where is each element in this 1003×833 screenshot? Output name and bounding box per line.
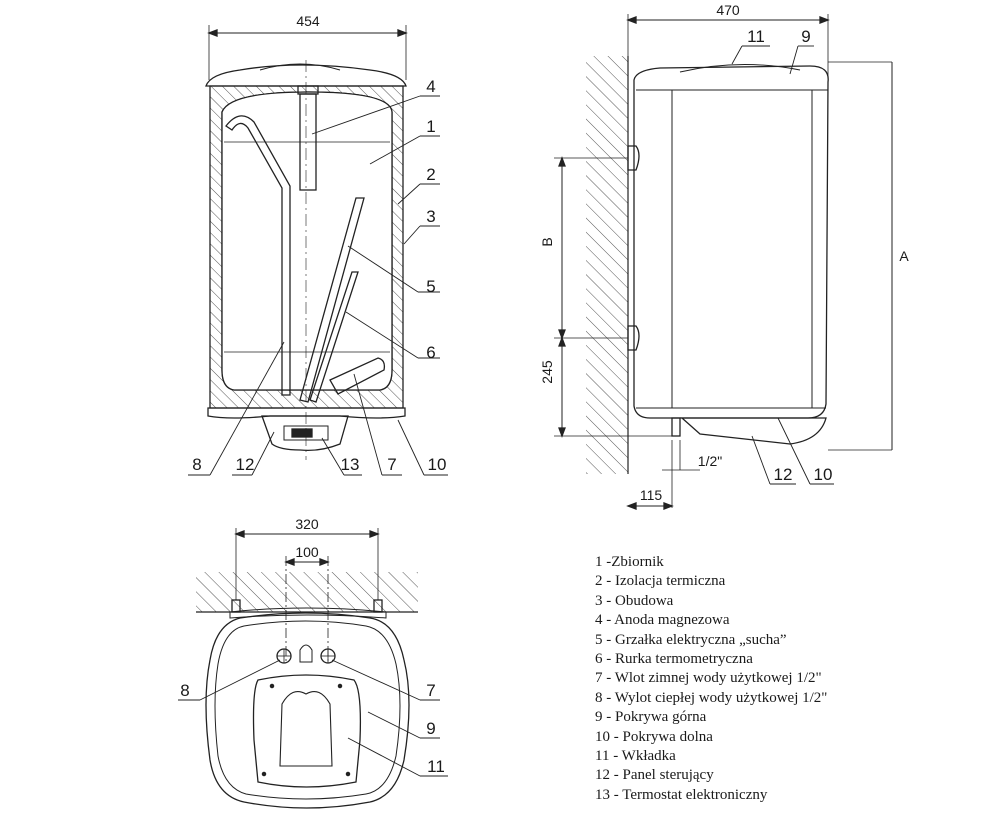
legend-item: 7 - Wlot zimnej wody użytkowej 1/2" (595, 670, 822, 687)
bottom-view: 320 100 (196, 516, 418, 809)
bottom-callout-labels: 8 7 9 11 (180, 681, 445, 776)
callout-3: 3 (426, 207, 435, 226)
bottom-insert (252, 674, 362, 788)
legend-item: 9 - Pokrywa górna (595, 709, 707, 726)
callout-8-bottom: 8 (180, 681, 189, 700)
dimension-wall-offset (626, 440, 700, 510)
legend-item: 12 - Panel sterujący (595, 767, 714, 784)
bottom-pipe-hot (276, 648, 292, 664)
legend-item: 5 - Grzałka elektryczna „sucha” (595, 631, 787, 648)
front-callouts (188, 95, 448, 476)
side-callouts (731, 45, 834, 485)
callout-4: 4 (426, 77, 435, 96)
dimension-bottom-pipes (284, 556, 330, 664)
dimension-front-width: 454 (207, 13, 408, 80)
bracket-spacing-label: B (539, 237, 555, 246)
legend-item: 4 - Anoda magnezowa (595, 612, 730, 629)
front-view: 454 (205, 13, 408, 460)
lower-height-label: 245 (539, 360, 555, 384)
lower-bracket (627, 325, 640, 351)
cold-water-inlet (329, 357, 386, 395)
callout-2: 2 (426, 165, 435, 184)
wall (586, 56, 628, 474)
legend-item: 8 - Wylot ciepłej wody użytkowej 1/2" (595, 689, 828, 706)
callout-13: 13 (341, 455, 360, 474)
bottom-outer-shell (205, 612, 410, 809)
bottom-callouts (178, 659, 448, 777)
dimension-bottom-mount (234, 528, 380, 600)
callout-6: 6 (426, 343, 435, 362)
pipe-size-label: 1/2" (698, 453, 722, 469)
callout-11-side: 11 (747, 27, 765, 46)
legend-item: 13 - Termostat elektroniczny (595, 786, 768, 803)
parts-legend: 1 -Zbiornik 2 - Izolacja termiczna 3 - O… (595, 553, 827, 805)
callout-11-bottom: 11 (427, 757, 445, 776)
side-bottom-cover (680, 417, 827, 445)
callout-12-side: 12 (774, 465, 793, 484)
dimension-bracket-spacing (554, 156, 672, 438)
legend-item: 11 - Wkładka (595, 748, 676, 765)
legend-item: 10 - Pokrywa dolna (595, 728, 713, 745)
legend-item: 1 -Zbiornik (595, 554, 664, 570)
side-body (633, 65, 829, 419)
callout-5: 5 (426, 277, 435, 296)
callout-8: 8 (192, 455, 201, 474)
side-width-label: 470 (716, 2, 740, 18)
hot-water-pipe (225, 115, 291, 396)
side-callout-labels: 11 9 12 10 (747, 27, 832, 484)
tank (221, 91, 393, 391)
dry-heater (299, 197, 365, 403)
callout-7-bottom: 7 (426, 681, 435, 700)
side-view: 470 A B 245 (539, 2, 909, 510)
total-height-label: A (899, 248, 909, 264)
front-width-label: 454 (296, 13, 320, 29)
upper-bracket (627, 145, 640, 171)
control-panel (261, 415, 349, 452)
legend-item: 3 - Obudowa (595, 592, 674, 609)
callout-9-bottom: 9 (426, 719, 435, 738)
bottom-mount-label: 320 (295, 516, 319, 532)
callout-9-side: 9 (801, 27, 810, 46)
callout-7: 7 (387, 455, 396, 474)
anode (297, 85, 319, 191)
side-pipe (671, 417, 681, 437)
thermometer-tube (309, 271, 359, 403)
bottom-pipes-label: 100 (295, 544, 319, 560)
callout-10: 10 (428, 455, 447, 474)
mount-wall (196, 572, 418, 612)
bottom-pipe-cold (320, 648, 336, 664)
legend-item: 6 - Rurka termometryczna (595, 651, 753, 668)
dimension-side-width: 470 (626, 2, 830, 76)
front-top-cover (205, 64, 407, 87)
callout-1: 1 (426, 117, 435, 136)
front-callout-labels: 4 1 2 3 5 6 8 12 13 7 10 (192, 77, 446, 474)
wall-offset-label: 115 (640, 487, 663, 503)
callout-12: 12 (236, 455, 255, 474)
legend-item: 2 - Izolacja termiczna (595, 573, 726, 590)
callout-10-side: 10 (814, 465, 833, 484)
dimension-total-height (828, 61, 893, 451)
